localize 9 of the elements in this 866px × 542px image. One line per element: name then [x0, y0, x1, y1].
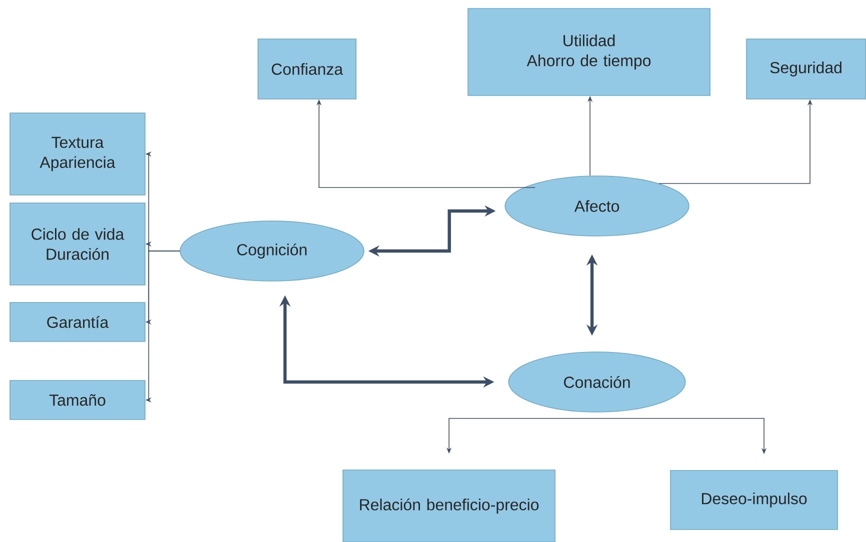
- concept-box: Utilidad Ahorro de tiempo: [468, 8, 710, 96]
- concept-box: Ciclo de vida Duración: [10, 202, 146, 286]
- concept-box: Relación beneficio-precio: [342, 470, 556, 542]
- concept-box: Garantía: [10, 302, 146, 342]
- concept-box: Tamaño: [10, 380, 146, 420]
- concept-box: Confianza: [258, 38, 356, 100]
- concept-box: Deseo-impulso: [670, 470, 838, 530]
- concept-box: Seguridad: [746, 38, 866, 100]
- concept-box: Textura Apariencia: [10, 112, 146, 196]
